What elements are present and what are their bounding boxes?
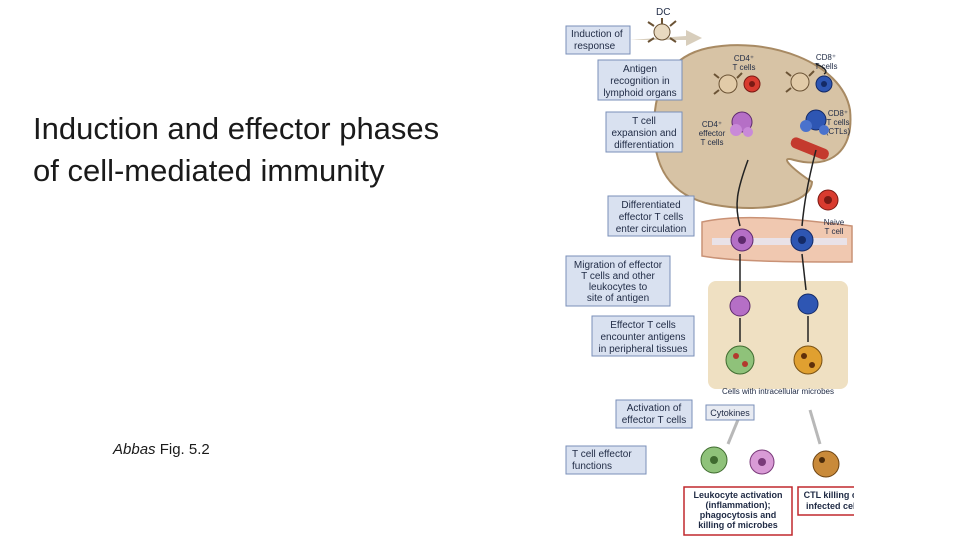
tissue-label: Cells with intracellular microbes — [722, 387, 834, 396]
outcome-left-box: Leukocyte activation(inflammation);phago… — [683, 486, 793, 536]
dc-label: DC — [656, 7, 670, 18]
circulating-cd8-cell — [790, 228, 814, 252]
caption-rest: Fig. 5.2 — [155, 441, 210, 458]
cd4-label: CD4⁺T cells — [733, 54, 756, 72]
efferent-vessel — [790, 137, 829, 160]
cd8-label: CD8⁺T cells — [815, 53, 838, 71]
cd8-ctl-label: CD8⁺T cells(CTLs) — [826, 109, 851, 136]
svg-text:Leukocyte activation(inflammat: Leukocyte activation(inflammation);phago… — [693, 490, 782, 530]
circulating-cd4-cell — [730, 228, 754, 252]
outcome-right-box: CTL killing ofinfected cell — [797, 486, 854, 516]
antigen-presenting-cell-left — [713, 72, 743, 95]
dendritic-cell — [647, 18, 677, 43]
tissue-cd8-cell — [797, 293, 819, 315]
activated-leukocyte — [749, 449, 775, 475]
title-line-1: Induction and effector phases — [33, 111, 440, 146]
naive-t-cell — [817, 189, 839, 211]
svg-text:CTL killing ofinfected cell: CTL killing ofinfected cell — [804, 490, 854, 511]
infected-cell — [793, 345, 823, 375]
slide-title: Induction and effector phases of cell-me… — [33, 108, 553, 192]
caption-author: Abbas — [113, 441, 156, 458]
vessel-lumen — [712, 238, 847, 245]
cd4-t-cell — [743, 75, 761, 93]
activated-macrophage — [700, 446, 728, 474]
figure-caption: Abbas Fig. 5.2 — [113, 441, 210, 458]
peripheral-tissue — [708, 281, 848, 389]
tissue-cd4-cell — [729, 295, 751, 317]
cd8-t-cell — [815, 75, 833, 93]
killed-infected-cell — [812, 450, 840, 478]
flow-arrows — [736, 63, 827, 342]
cd8-ctl-cluster — [800, 109, 829, 135]
svg-text:Cytokines: Cytokines — [710, 408, 750, 418]
cd4-effector-cluster — [730, 111, 753, 137]
cytokines-box: Cytokines — [705, 404, 755, 421]
title-line-2: of cell-mediated immunity — [33, 152, 385, 188]
infected-macrophage — [725, 345, 755, 375]
antigen-presenting-cell-right — [785, 70, 815, 93]
